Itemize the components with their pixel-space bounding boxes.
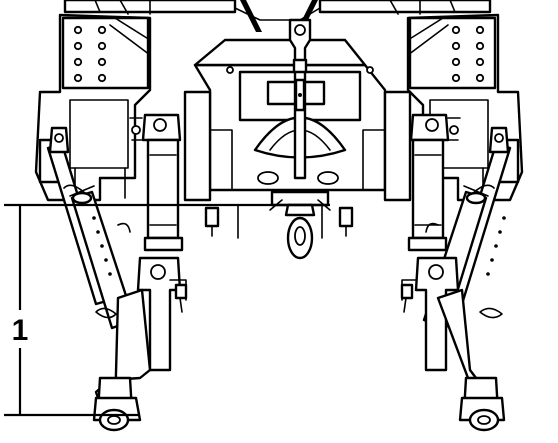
left-lift-rod — [46, 126, 136, 330]
side-pins — [117, 204, 439, 239]
callout-number: 1 — [12, 314, 29, 347]
right-lower-link — [400, 256, 506, 432]
height-dimension: 1 — [4, 203, 330, 417]
center-hitch-housing — [193, 38, 387, 192]
left-mounting-plate — [34, 13, 152, 202]
left-lift-cylinder — [129, 90, 212, 252]
tractor-frame — [63, 0, 492, 32]
left-lower-link — [92, 256, 188, 432]
plate-bolt-holes-right — [451, 25, 485, 83]
right-lift-cylinder — [383, 90, 461, 252]
top-link — [269, 18, 331, 260]
plate-bolt-holes-left — [73, 25, 107, 83]
